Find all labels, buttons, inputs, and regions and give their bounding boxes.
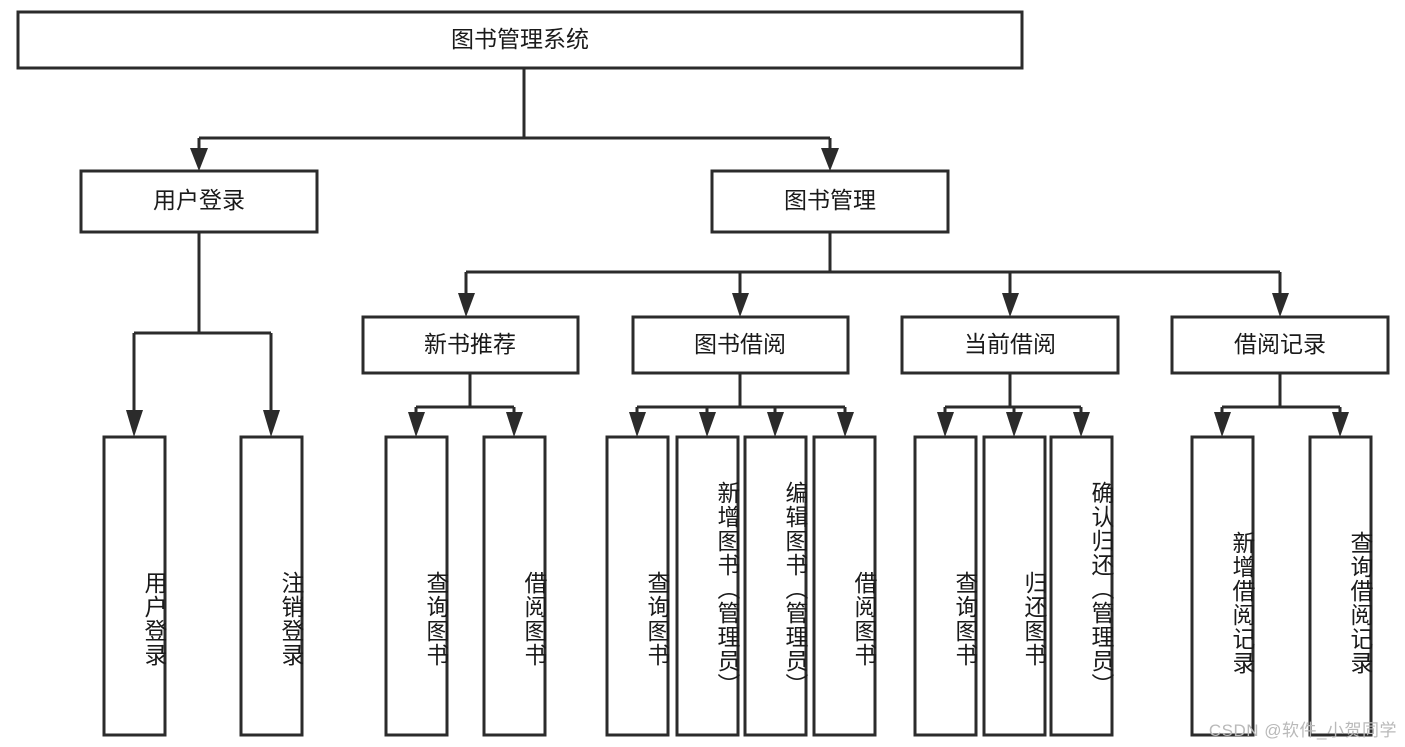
- node-book-borrow-label: 图书借阅: [694, 331, 786, 357]
- leaf-box-book-borrow-1[interactable]: [675, 435, 740, 737]
- arrow-bm-to-new-book-recommend: [458, 293, 475, 317]
- leaf-box-borrow-record-1[interactable]: [1308, 435, 1373, 737]
- arrow-root-to-book-management: [821, 148, 839, 171]
- node-current-borrow-label: 当前借阅: [964, 331, 1056, 357]
- leaf-box-borrow-record-0[interactable]: [1190, 435, 1255, 737]
- arrow-bm-to-current-borrow: [1002, 293, 1019, 317]
- arrow-user-login-leaf-1: [263, 410, 280, 437]
- arrow-borrow-record-leaf-0: [1214, 412, 1231, 437]
- leaf-box-book-borrow-0[interactable]: [605, 435, 670, 737]
- arrow-current-borrow-leaf-2: [1073, 412, 1090, 437]
- node-borrow-record-label: 借阅记录: [1234, 331, 1326, 357]
- arrow-current-borrow-leaf-1: [1006, 412, 1023, 437]
- arrow-user-login-leaf-0: [126, 410, 143, 437]
- csdn-watermark: CSDN @软件_小贺同学: [1208, 721, 1397, 740]
- arrow-bm-to-book-borrow: [732, 293, 749, 317]
- leaf-box-current-borrow-1[interactable]: [982, 435, 1047, 737]
- node-root-label: 图书管理系统: [451, 26, 589, 52]
- node-new-book-recommend-label: 新书推荐: [424, 331, 516, 357]
- arrow-book-borrow-leaf-1: [699, 412, 716, 437]
- arrow-book-borrow-leaf-0: [629, 412, 646, 437]
- arrow-book-borrow-leaf-3: [837, 412, 854, 437]
- arrow-new-book-leaf-0: [408, 412, 425, 437]
- node-root-box[interactable]: [16, 10, 1024, 70]
- leaf-box-new-book-1[interactable]: [482, 435, 547, 737]
- node-book-management-label: 图书管理: [784, 187, 876, 213]
- node-new-book-recommend-box[interactable]: [361, 315, 580, 375]
- leaf-box-user-login-1[interactable]: [239, 435, 304, 737]
- leaf-box-new-book-0[interactable]: [384, 435, 449, 737]
- node-user-login-box[interactable]: [79, 169, 319, 234]
- leaf-box-current-borrow-2[interactable]: [1049, 435, 1114, 737]
- leaf-box-book-borrow-3[interactable]: [812, 435, 877, 737]
- arrow-book-borrow-leaf-2: [767, 412, 784, 437]
- arrow-current-borrow-leaf-0: [937, 412, 954, 437]
- node-current-borrow-box[interactable]: [900, 315, 1120, 375]
- node-user-login-label: 用户登录: [153, 187, 245, 213]
- arrow-bm-to-borrow-record: [1272, 293, 1289, 317]
- arrow-new-book-leaf-1: [506, 412, 523, 437]
- leaf-box-user-login-0[interactable]: [102, 435, 167, 737]
- leaf-box-current-borrow-0[interactable]: [913, 435, 978, 737]
- leaf-box-book-borrow-2[interactable]: [743, 435, 808, 737]
- arrow-borrow-record-leaf-1: [1332, 412, 1349, 437]
- arrow-root-to-user-login: [190, 148, 208, 171]
